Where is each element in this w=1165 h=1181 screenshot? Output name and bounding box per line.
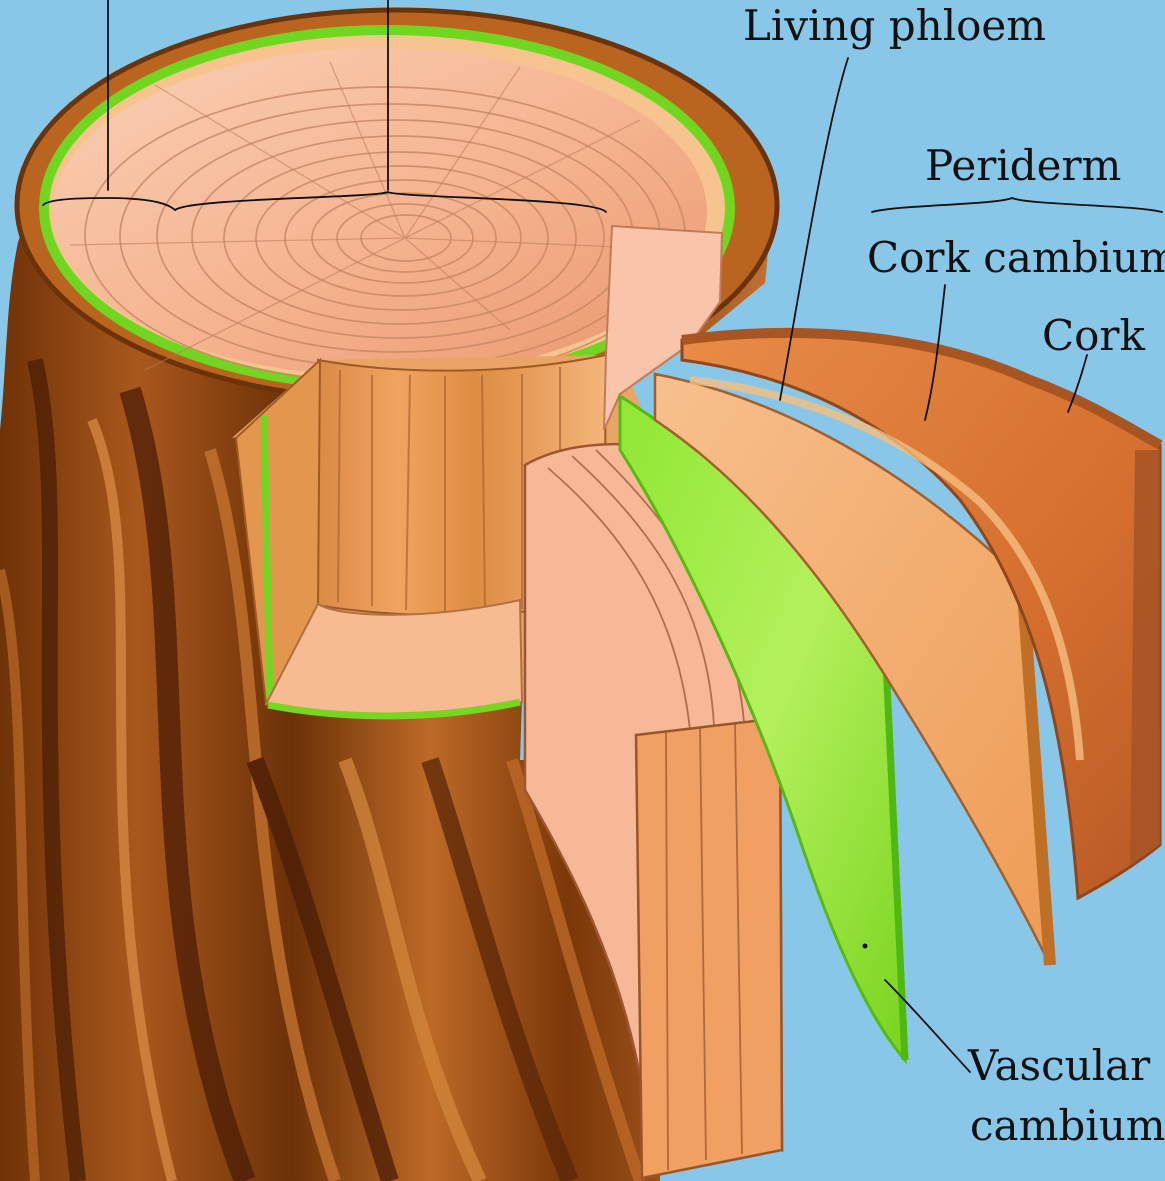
xylem-slab-side: [636, 718, 782, 1178]
cork-slab-side-edge: [1130, 450, 1160, 865]
cork-label: Cork: [1042, 311, 1145, 360]
living-phloem-label: Living phloem: [743, 1, 1046, 50]
cambium-label: cambium: [970, 1101, 1165, 1150]
vascular-label: Vascular: [967, 1041, 1151, 1090]
periderm-label: Periderm: [925, 141, 1121, 190]
vascular-cambium-dot: [863, 944, 868, 949]
cork-cambium-label: Cork cambium: [867, 233, 1165, 282]
